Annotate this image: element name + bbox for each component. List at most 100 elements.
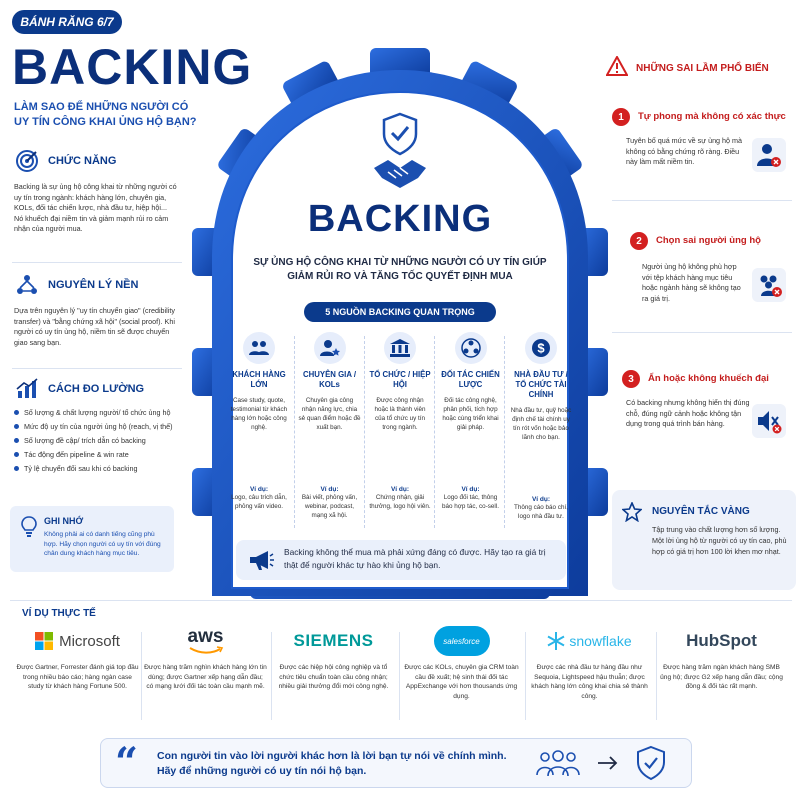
principle-header: NGUYÊN LÝ NỀN	[14, 272, 184, 298]
banner-text: Backing không thể mua mà phải xứng đáng …	[284, 547, 546, 570]
handshake-shield-icon	[370, 112, 430, 197]
measure-header: CÁCH ĐO LƯỜNG	[14, 376, 186, 402]
muted-speaker-icon	[752, 404, 786, 438]
mistake-title: Chọn sai người ủng hộ	[656, 235, 761, 246]
note-box: GHI NHỚ Không phải ai có danh tiếng cũng…	[10, 506, 174, 572]
list-item: Số lượng đề cập/ trích dẫn có backing	[14, 436, 186, 446]
bar-chart-icon	[14, 376, 40, 402]
principle-title: NGUYÊN LÝ NỀN	[48, 279, 139, 291]
dollar-icon: $	[525, 332, 557, 364]
example-desc: Được hàng trăm ngàn khách hàng SMB ủng h…	[660, 664, 783, 690]
source-item-large-customers: KHÁCH HÀNG LỚN Case study, quote, testim…	[228, 332, 290, 521]
target-icon	[14, 148, 40, 174]
mistake-title: Ẩn hoặc không khuếch đại	[648, 373, 769, 384]
source-item-investors: $ NHÀ ĐẦU TƯ / TỔ CHỨC TÀI CHÍNH Nhà đầu…	[510, 332, 572, 521]
source-example: Logo đối tác, thông báo hợp tác, co-sell…	[442, 494, 499, 510]
function-text: Backing là sự ủng hộ công khai từ những …	[14, 182, 177, 212]
aws-logo-icon: aws	[144, 625, 267, 657]
divider	[504, 336, 505, 528]
people-icon	[243, 332, 275, 364]
star-icon	[621, 500, 643, 527]
source-desc: Nhà đầu tư, quỹ hoặc định chế tài chính …	[510, 407, 572, 441]
source-item-partners: ĐỐI TÁC CHIẾN LƯỢC Đối tác công nghệ, ph…	[440, 332, 502, 521]
source-example-label: Ví dụ:	[461, 486, 480, 493]
divider	[612, 332, 792, 333]
svg-text:$: $	[537, 341, 545, 356]
example-desc: Được các hiệp hội công nghiệp và tổ chức…	[278, 664, 389, 690]
function-section: CHỨC NĂNG Backing là sự ủng hộ công khai…	[14, 148, 184, 235]
snowflake-logo-icon: snowflake	[528, 625, 651, 657]
source-example: Chứng nhận, giải thưởng, logo hội viên.	[369, 494, 431, 510]
divider	[294, 336, 295, 528]
page-title: BACKING	[12, 39, 253, 95]
people-group-icon	[535, 749, 581, 784]
example-siemens: SIEMENS Được các hiệp hội công nghiệp và…	[272, 625, 395, 692]
source-item-experts: CHUYÊN GIA / KOLs Chuyên gia công nhận n…	[299, 332, 361, 521]
divider	[12, 368, 182, 369]
megaphone-icon	[248, 549, 274, 576]
lightbulb-icon	[20, 516, 38, 543]
mistake-number: 3	[622, 370, 640, 388]
center-title: BACKING	[307, 198, 493, 240]
arrow-right-icon	[597, 755, 619, 776]
brand-name: SIEMENS	[293, 631, 374, 650]
source-item-organizations: TỔ CHỨC / HIỆP HỘI Được công nhận hoặc l…	[369, 332, 431, 521]
list-item: Số lượng & chất lượng người/ tổ chức ủng…	[14, 408, 186, 418]
example-desc: Được các KOLs, chuyên gia CRM toàn cầu đ…	[404, 664, 519, 700]
quote-box: “ Con người tin vào lời người khác hơn l…	[100, 738, 692, 788]
wrong-group-icon	[752, 268, 786, 302]
partner-network-icon	[454, 332, 487, 364]
microsoft-logo-icon: Microsoft	[16, 625, 139, 657]
shield-check-icon	[635, 745, 667, 786]
brand-name: aws	[187, 626, 224, 647]
unverified-user-icon	[752, 138, 786, 172]
mistakes-header: NHỮNG SAI LẦM PHỔ BIẾN	[605, 54, 769, 81]
divider	[141, 632, 142, 720]
source-title: NHÀ ĐẦU TƯ / TỔ CHỨC TÀI CHÍNH	[514, 370, 568, 399]
function-header: CHỨC NĂNG	[14, 148, 184, 174]
list-item: Tỷ lệ chuyển đổi sau khi có backing	[14, 464, 186, 474]
warning-icon	[605, 54, 629, 81]
mistakes-title: NHỮNG SAI LẦM PHỔ BIẾN	[636, 63, 769, 74]
page-subtitle: LÀM SAO ĐỂ NHỮNG NGƯỜI CÓ UY TÍN CÔNG KH…	[14, 101, 197, 128]
examples-title: VÍ DỤ THỰC TẾ	[22, 608, 96, 619]
list-item: Mức độ uy tín của người ủng hộ (reach, v…	[14, 422, 186, 432]
expert-star-icon	[313, 332, 346, 364]
note-text: Không phải ai có danh tiếng cũng phù hợp…	[44, 531, 161, 557]
quote-text: Con người tin vào lời người khác hơn là …	[157, 750, 507, 777]
center-banner: Backing không thể mua mà phải xứng đáng …	[236, 540, 566, 580]
siemens-logo-icon: SIEMENS	[272, 625, 395, 657]
source-title: TỔ CHỨC / HIỆP HỘI	[369, 370, 431, 389]
divider	[612, 200, 792, 201]
sources-row: KHÁCH HÀNG LỚN Case study, quote, testim…	[228, 332, 572, 521]
divider	[434, 336, 435, 528]
center-description: SỰ ỦNG HỘ CÔNG KHAI TỪ NHỮNG NGƯỜI CÓ UY…	[253, 257, 547, 282]
example-desc: Được Gartner, Forrester đánh giá top đầu…	[16, 664, 139, 690]
salesforce-logo-icon: salesforce	[400, 625, 523, 657]
divider	[399, 632, 400, 720]
example-aws: aws Được hàng trăm nghìn khách hàng lớn …	[144, 625, 267, 692]
source-title: ĐỐI TÁC CHIẾN LƯỢC	[441, 370, 500, 389]
source-example: Thông cáo báo chí, logo nhà đầu tư.	[514, 504, 568, 520]
institution-icon	[384, 332, 416, 364]
source-example-label: Ví dụ:	[531, 496, 551, 503]
example-salesforce: salesforce Được các KOLs, chuyên gia CRM…	[400, 625, 523, 701]
function-text-2: Nó khuếch đại niềm tin và giảm mạnh rủi …	[14, 213, 169, 234]
quote-mark-icon: “	[115, 739, 139, 786]
source-desc: Chuyên gia công nhận năng lực, chia sẻ q…	[298, 397, 361, 431]
mistake-desc: Có backing nhưng không hiển thị đúng chỗ…	[626, 398, 750, 428]
divider	[12, 262, 182, 263]
sources-label: 5 NGUỒN BACKING QUAN TRỌNG	[304, 302, 496, 322]
mistake-title: Tự phong mà không có xác thực	[638, 111, 786, 122]
divider	[364, 336, 365, 528]
source-example: Logo, câu trích dẫn, phỏng vấn video.	[231, 494, 287, 510]
source-desc: Đối tác công nghệ, phân phối, tích hợp h…	[442, 397, 499, 431]
brand-name: snowflake	[569, 633, 632, 649]
example-snowflake: snowflake Được các nhà đầu tư hàng đầu n…	[528, 625, 651, 701]
source-desc: Case study, quote, testimonial từ khách …	[230, 397, 288, 431]
measure-section: CÁCH ĐO LƯỜNG Số lượng & chất lượng ngườ…	[14, 376, 186, 474]
golden-rule-box: NGUYÊN TẮC VÀNG Tập trung vào chất lượng…	[612, 490, 796, 590]
divider	[271, 632, 272, 720]
network-icon	[14, 272, 40, 298]
source-title: CHUYÊN GIA / KOLs	[303, 370, 356, 389]
